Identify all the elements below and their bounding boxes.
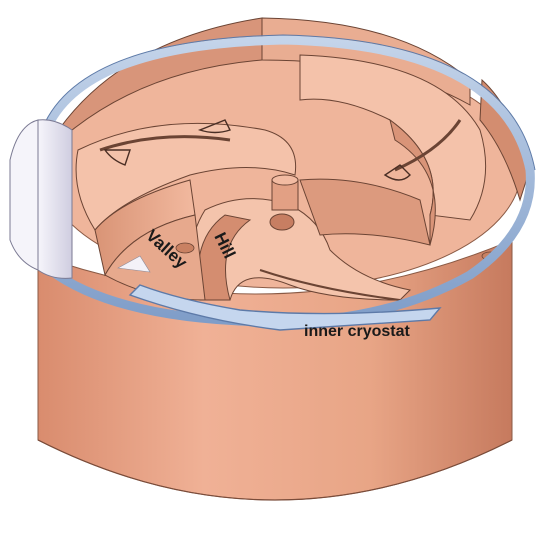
central-post-top [271,174,299,186]
trim-coil-upper [197,119,231,134]
valley-floor [104,214,206,301]
trim-coil-left [103,149,131,166]
trim-coil-right [383,164,411,181]
hill-sector-right [299,54,487,221]
cylinder-bottom-edge [37,439,513,501]
label-inner-cryostat: inner cryostat [304,323,410,340]
rf-slot-right [394,119,462,172]
cryostat-window [128,284,442,331]
yoke-block-side [9,119,39,271]
rf-slot-center [259,269,401,301]
return-yoke-block [37,119,73,279]
rf-slot-upper-left [99,135,231,152]
cryostat-ring-outline [35,34,536,171]
valley-wall-right [299,178,431,246]
floor-hole-1 [175,242,195,254]
cryostat-ring-top [32,35,535,327]
central-hole [269,213,295,231]
hill-sector-upper-left [75,122,297,231]
floor-white-triangle [117,255,151,273]
